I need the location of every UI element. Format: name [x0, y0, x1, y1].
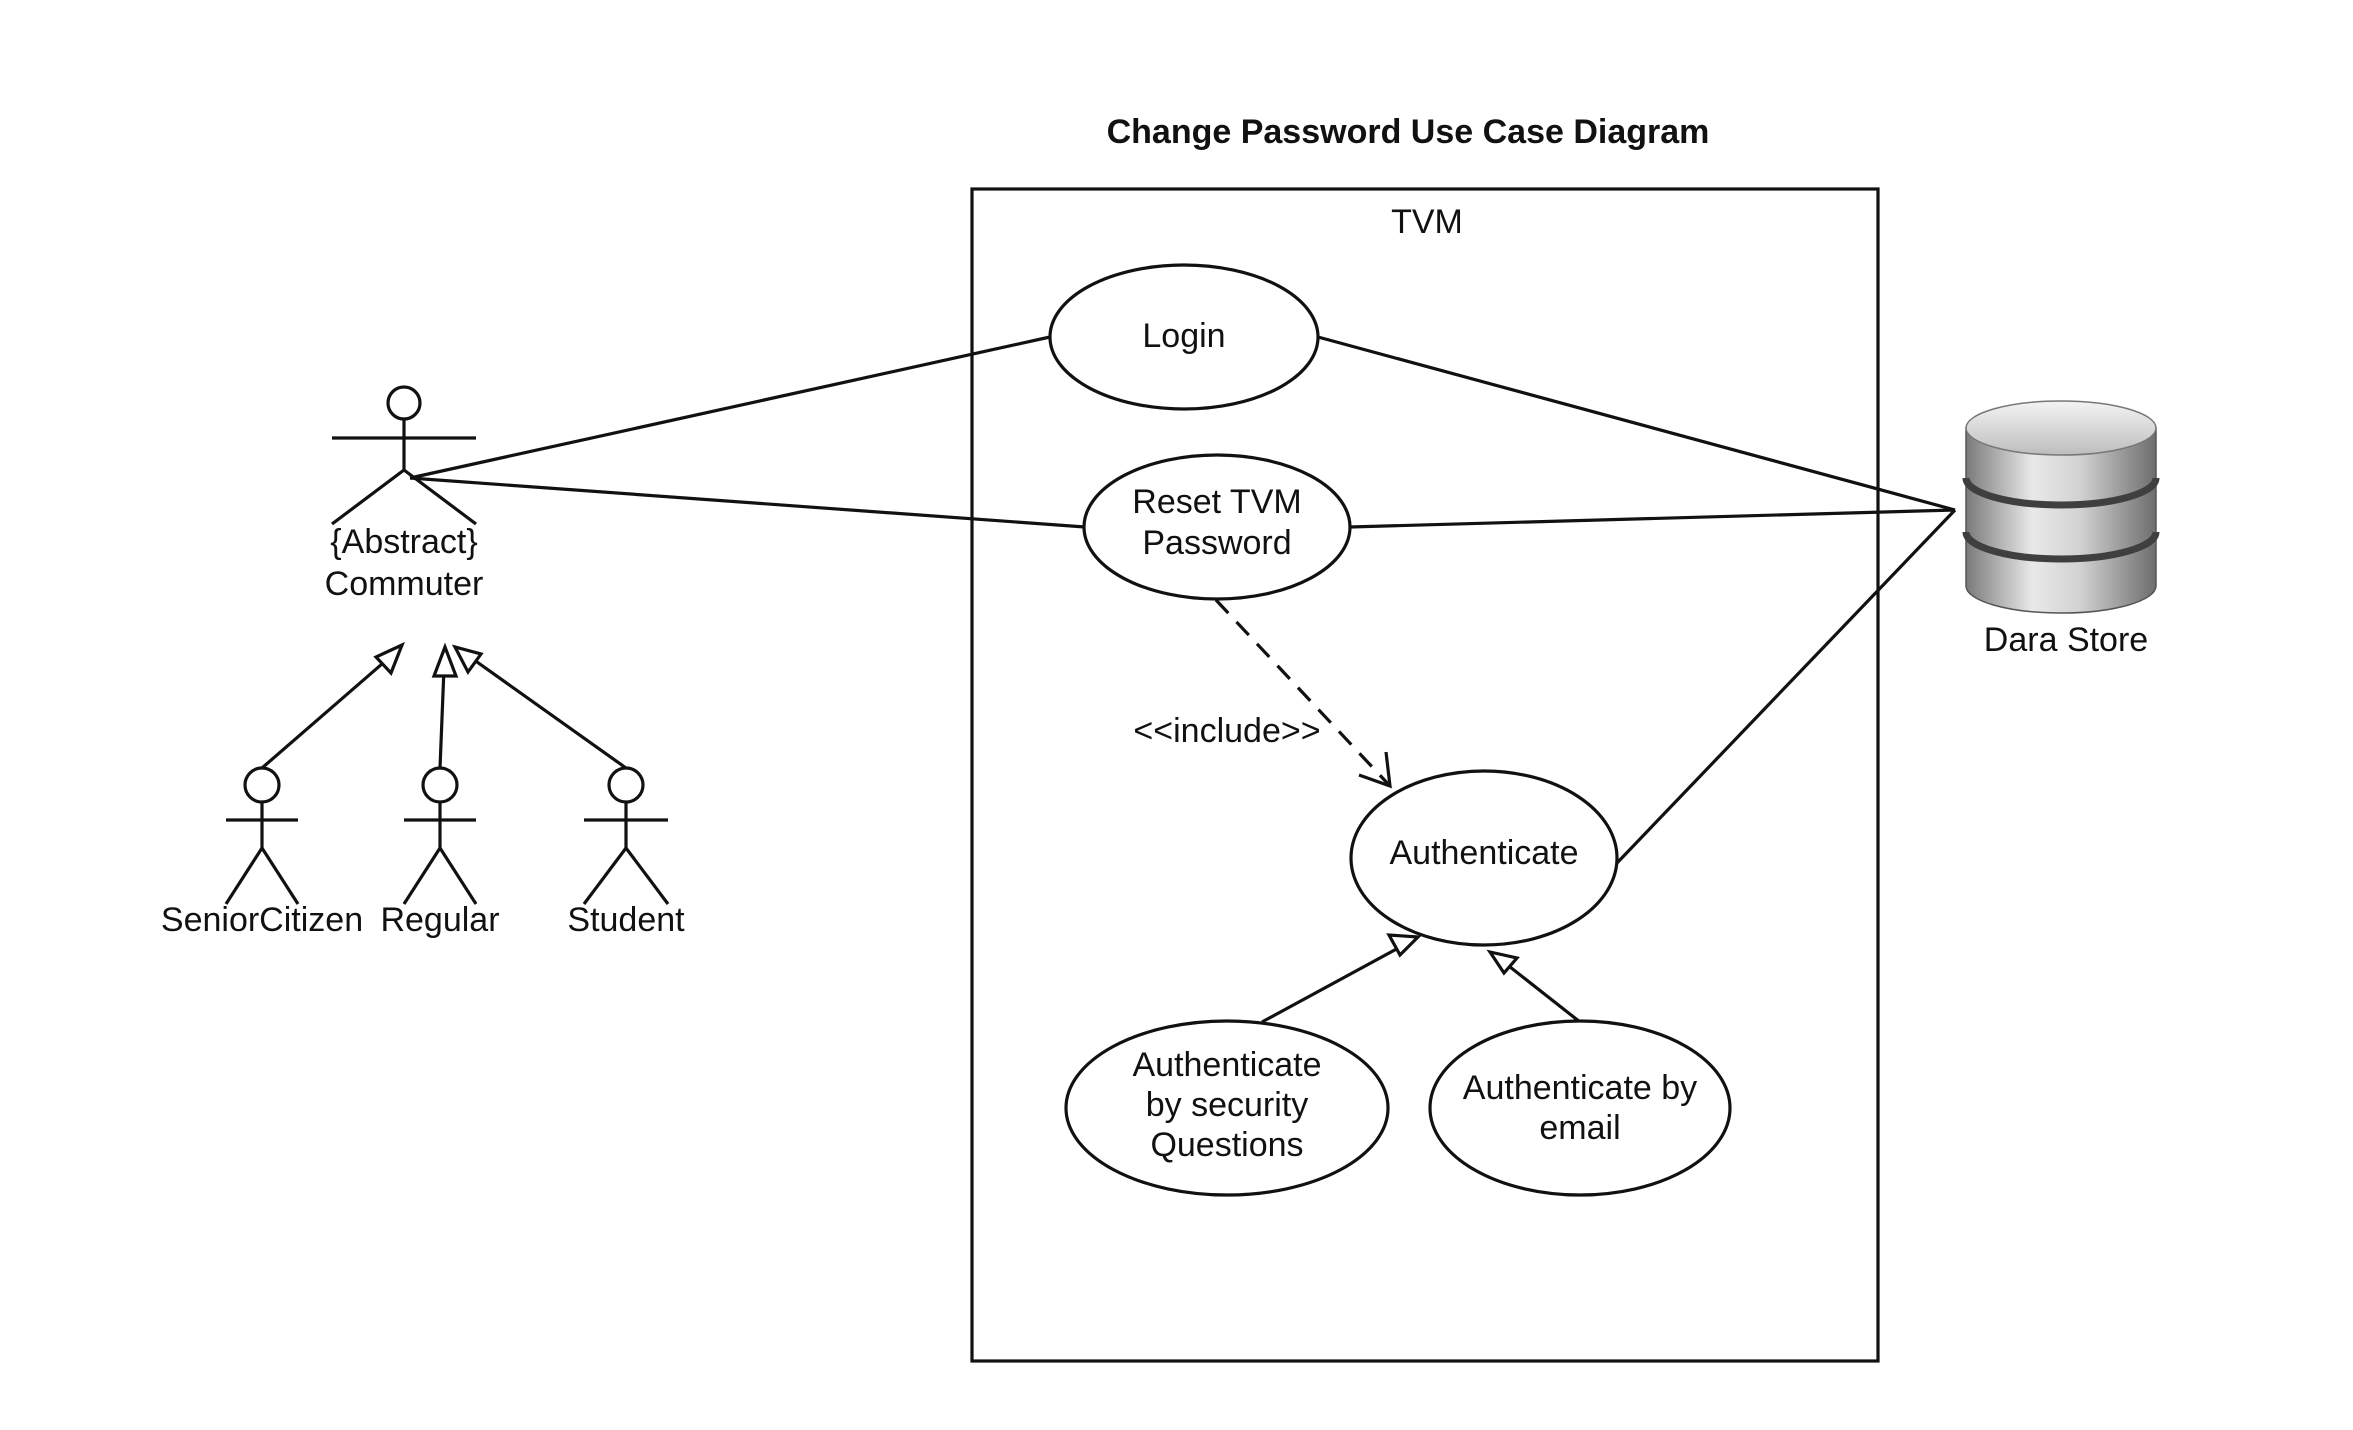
- actor-senior-citizen: SeniorCitizen: [161, 766, 363, 939]
- use-case-auth-email-line2: email: [1539, 1109, 1620, 1147]
- system-boundary: [970, 187, 1880, 1363]
- actor-commuter-stereotype: {Abstract}: [330, 523, 477, 561]
- assoc-commuter-login: [409, 335, 1051, 480]
- use-case-authenticate: Authenticate: [1349, 769, 1619, 947]
- use-case-auth-security-line1: Authenticate: [1132, 1046, 1321, 1084]
- database-icon: [1962, 400, 2160, 614]
- include-dependency: [1214, 598, 1392, 789]
- use-case-auth-security-line2: by security: [1146, 1086, 1309, 1124]
- actor-regular-label: Regular: [380, 901, 499, 939]
- use-case-auth-security-questions: Authenticate by security Questions: [1064, 1019, 1390, 1197]
- use-case-auth-email-line1: Authenticate by: [1463, 1069, 1697, 1107]
- actor-regular: Regular: [380, 766, 500, 939]
- assoc-authenticate-datastore: [1615, 508, 1957, 865]
- actor-senior-citizen-label: SeniorCitizen: [161, 901, 363, 939]
- use-case-login: Login: [1048, 263, 1320, 411]
- data-store-label: Dara Store: [1984, 621, 2148, 659]
- actor-student: Student: [567, 766, 685, 939]
- actor-commuter-label: Commuter: [325, 565, 484, 603]
- associations: [409, 335, 1957, 865]
- assoc-commuter-reset: [409, 476, 1086, 529]
- actor-commuter: {Abstract} Commuter: [325, 385, 484, 603]
- system-boundary-label: TVM: [1391, 203, 1463, 241]
- use-case-login-label: Login: [1142, 317, 1225, 355]
- use-case-auth-security-line3: Questions: [1150, 1126, 1303, 1164]
- include-label: <<include>>: [1133, 712, 1320, 750]
- use-case-reset-password: Reset TVM Password: [1082, 453, 1352, 601]
- use-case-reset-label-line2: Password: [1142, 524, 1291, 562]
- use-case-authenticate-label: Authenticate: [1389, 834, 1578, 872]
- diagram-title: Change Password Use Case Diagram: [1107, 113, 1710, 151]
- auth-generalizations: [1261, 933, 1581, 1024]
- assoc-reset-datastore: [1349, 508, 1956, 529]
- use-case-reset-label-line1: Reset TVM: [1132, 483, 1301, 521]
- assoc-login-datastore: [1317, 335, 1956, 512]
- actor-student-label: Student: [567, 901, 685, 939]
- use-case-auth-email: Authenticate by email: [1428, 1019, 1732, 1197]
- actor-generalizations: [260, 641, 627, 770]
